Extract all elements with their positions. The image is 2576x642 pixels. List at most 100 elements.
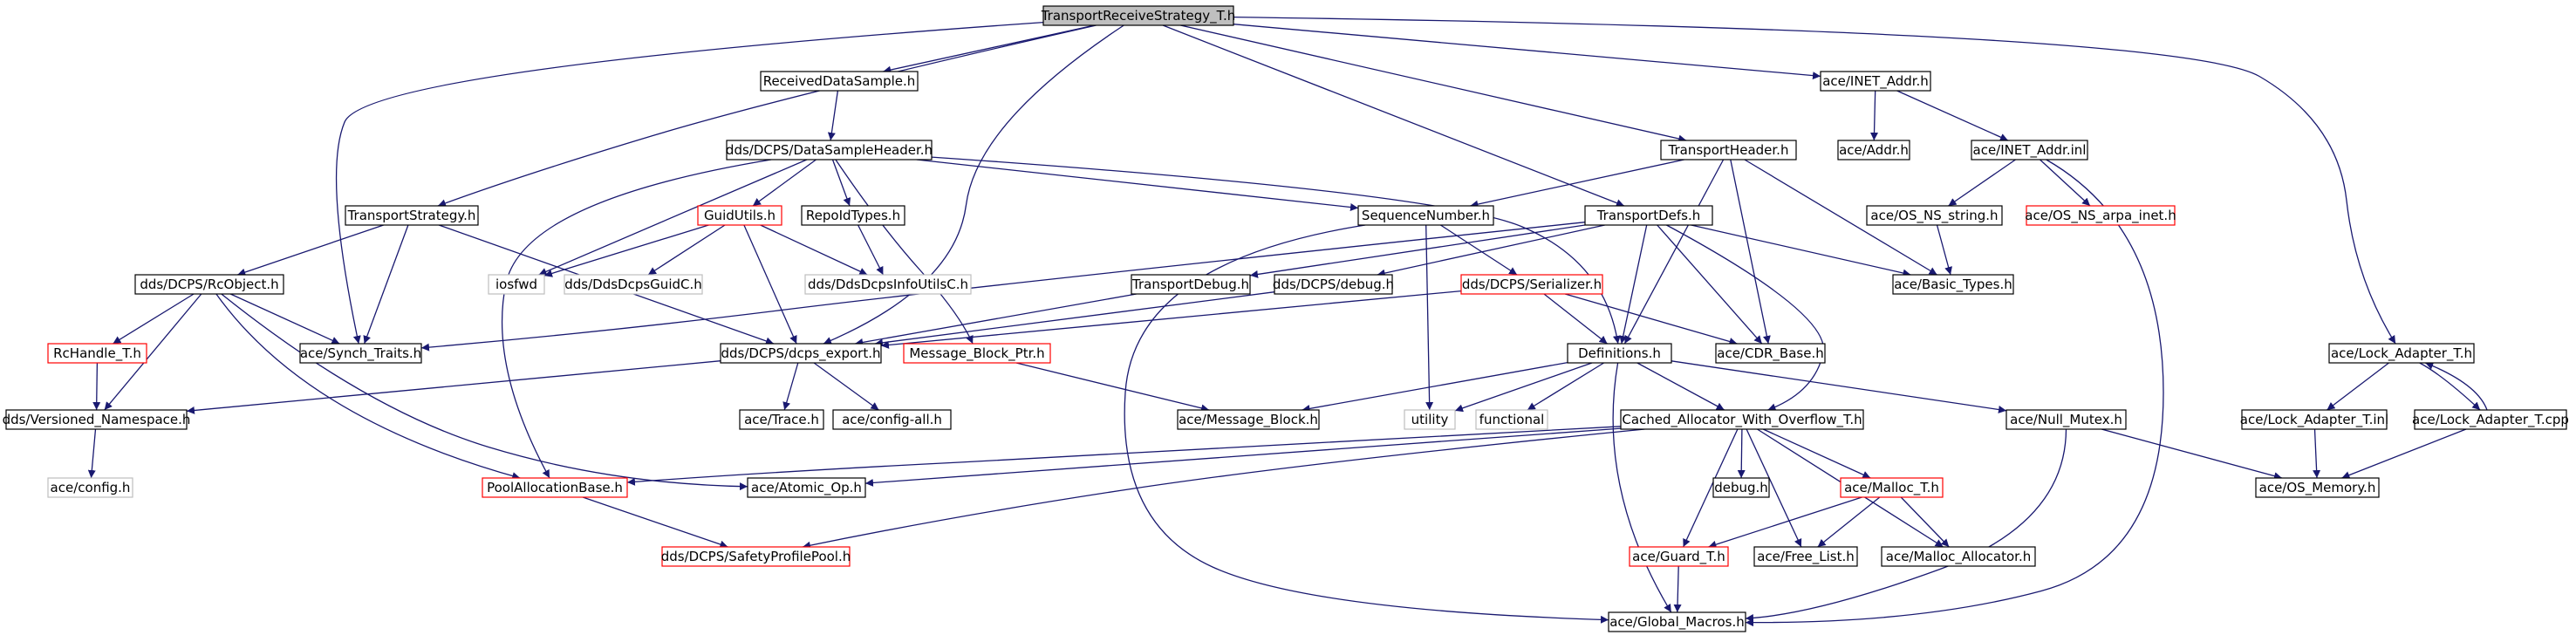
node-label: ace/OS_NS_string.h: [1870, 208, 1998, 224]
node-repoid[interactable]: RepoIdTypes.h: [801, 205, 905, 226]
edge-tstrat-to-rcobj: [237, 224, 384, 277]
node-globalmacros[interactable]: ace/Global_Macros.h: [1608, 611, 1746, 632]
node-rcobj[interactable]: dds/DCPS/RcObject.h: [134, 274, 284, 295]
node-dcpsexp[interactable]: dds/DCPS/dcps_export.h: [720, 343, 882, 364]
edge-cached-to-freelist: [1746, 428, 1802, 548]
node-label: ace/config-all.h: [842, 412, 942, 427]
node-config: ace/config.h: [47, 477, 133, 498]
node-nsstr[interactable]: ace/OS_NS_string.h: [1866, 205, 2003, 226]
node-box: [1620, 409, 1864, 430]
node-atomic[interactable]: ace/Atomic_Op.h: [747, 477, 866, 498]
node-label: SequenceNumber.h: [1362, 208, 1490, 223]
edge-cached-to-guard: [1683, 428, 1739, 548]
node-nsarpa[interactable]: ace/OS_NS_arpa_inet.h: [2025, 205, 2176, 226]
node-box: [832, 409, 952, 430]
node-tstrat[interactable]: TransportStrategy.h: [345, 205, 479, 226]
node-label: ace/Malloc_Allocator.h: [1886, 549, 2031, 565]
node-utility: utility: [1404, 409, 1456, 430]
node-box: [1460, 274, 1603, 295]
edge-inetaddr-to-addr: [1870, 90, 1879, 141]
node-label: ace/Null_Mutex.h: [2010, 412, 2122, 428]
edge-guid-to-infoutils: [760, 224, 868, 276]
node-addr[interactable]: ace/Addr.h: [1837, 140, 1910, 160]
node-lockcpp[interactable]: ace/Lock_Adapter_T.cpp: [2412, 409, 2569, 430]
edge-rcobj-to-synch: [229, 293, 340, 345]
node-lockinl[interactable]: ace/Lock_Adapter_T.inl: [2240, 409, 2388, 430]
node-defs[interactable]: Definitions.h: [1567, 343, 1672, 364]
node-box: [903, 343, 1051, 364]
node-label: Message_Block_Ptr.h: [909, 345, 1044, 362]
node-box: [299, 343, 422, 364]
node-configall[interactable]: ace/config-all.h: [832, 409, 952, 430]
node-mbptr[interactable]: Message_Block_Ptr.h: [903, 343, 1051, 364]
node-label: ReceivedDataSample.h: [763, 73, 916, 89]
node-msgblock[interactable]: ace/Message_Block.h: [1177, 409, 1320, 430]
node-label: dds/DdsDcpsGuidC.h: [564, 277, 702, 292]
node-root[interactable]: TransportReceiveStrategy_T.h: [1041, 5, 1236, 26]
node-box: [1820, 71, 1931, 92]
node-pool[interactable]: PoolAllocationBase.h: [482, 477, 628, 498]
node-dsh[interactable]: dds/DCPS/DataSampleHeader.h: [726, 140, 933, 160]
node-label: TransportReceiveStrategy_T.h: [1041, 8, 1236, 24]
node-mallocalloc[interactable]: ace/Malloc_Allocator.h: [1881, 546, 2036, 567]
node-box: [134, 274, 284, 295]
node-cached[interactable]: Cached_Allocator_With_Overflow_T.h: [1620, 409, 1864, 430]
edge-inetinl-to-nsstr: [1948, 159, 2016, 207]
node-label: ace/Basic_Types.h: [1894, 277, 2012, 293]
node-rds[interactable]: ReceivedDataSample.h: [760, 71, 919, 92]
node-debugh[interactable]: dds/DCPS/debug.h: [1273, 274, 1394, 295]
node-label: ace/OS_Memory.h: [2259, 480, 2376, 496]
node-safety[interactable]: dds/DCPS/SafetyProfilePool.h: [661, 546, 851, 567]
edge-vns-to-config: [87, 428, 97, 479]
node-basic[interactable]: ace/Basic_Types.h: [1892, 274, 2014, 295]
edge-inetaddr-to-inetinl: [1896, 90, 2009, 141]
node-box: [726, 140, 933, 160]
edge-debugh-to-dcpsexp: [874, 291, 1275, 347]
edge-rcobj-to-pool: [215, 293, 521, 480]
edge-lockcpp-to-osmem: [2341, 428, 2467, 479]
edge-dsh-to-iosfwd: [538, 159, 808, 276]
node-inetinl[interactable]: ace/INET_Addr.inl: [1971, 140, 2088, 160]
node-guard[interactable]: ace/Guard_T.h: [1629, 546, 1729, 567]
node-box: [1567, 343, 1672, 364]
edge-thdr-to-seqnum: [1470, 159, 1684, 208]
node-box: [2328, 343, 2475, 364]
node-nullmutex[interactable]: ace/Null_Mutex.h: [2005, 409, 2127, 430]
edge-tdefs-to-cdr: [1657, 224, 1763, 345]
node-tdefs[interactable]: TransportDefs.h: [1584, 205, 1713, 226]
node-box: [2414, 409, 2567, 430]
edge-tdebug-to-dcpsexp: [855, 293, 1137, 346]
node-synch[interactable]: ace/Synch_Traits.h: [299, 343, 422, 364]
node-label: RcHandle_T.h: [53, 345, 141, 362]
edge-lockinl-to-osmem: [2313, 428, 2321, 479]
node-label: ace/Trace.h: [744, 412, 819, 427]
node-debugplain[interactable]: debug.h: [1712, 477, 1770, 498]
node-cdr[interactable]: ace/CDR_Base.h: [1715, 343, 1826, 364]
node-freelist[interactable]: ace/Free_List.h: [1753, 546, 1858, 567]
edge-root-to-rds: [883, 24, 1095, 74]
node-thdr[interactable]: TransportHeader.h: [1660, 140, 1797, 160]
node-label: debug.h: [1714, 480, 1768, 495]
edge-rchandle-to-vns: [92, 362, 101, 411]
node-box: [345, 205, 479, 226]
node-trace[interactable]: ace/Trace.h: [739, 409, 824, 430]
node-malloct[interactable]: ace/Malloc_T.h: [1840, 477, 1944, 498]
node-osmem[interactable]: ace/OS_Memory.h: [2255, 477, 2380, 498]
node-vns[interactable]: dds/Versioned_Namespace.h: [3, 409, 191, 430]
node-box: [697, 205, 782, 226]
node-rchandle[interactable]: RcHandle_T.h: [47, 343, 147, 364]
node-tdebug[interactable]: TransportDebug.h: [1131, 274, 1251, 295]
node-seqnum[interactable]: SequenceNumber.h: [1357, 205, 1494, 226]
node-box: [661, 546, 851, 567]
edge-seqnum-to-utility: [1425, 224, 1434, 411]
node-label: ace/Addr.h: [1839, 142, 1909, 158]
node-box: [1866, 205, 2003, 226]
node-guid[interactable]: GuidUtils.h: [697, 205, 782, 226]
node-box: [1715, 343, 1826, 364]
node-inetaddr[interactable]: ace/INET_Addr.h: [1820, 71, 1931, 92]
node-lockadapter[interactable]: ace/Lock_Adapter_T.h: [2328, 343, 2475, 364]
node-label: dds/DCPS/Serializer.h: [1462, 277, 1602, 292]
node-serializer[interactable]: dds/DCPS/Serializer.h: [1460, 274, 1603, 295]
node-box: [801, 205, 905, 226]
node-box: [1584, 205, 1713, 226]
